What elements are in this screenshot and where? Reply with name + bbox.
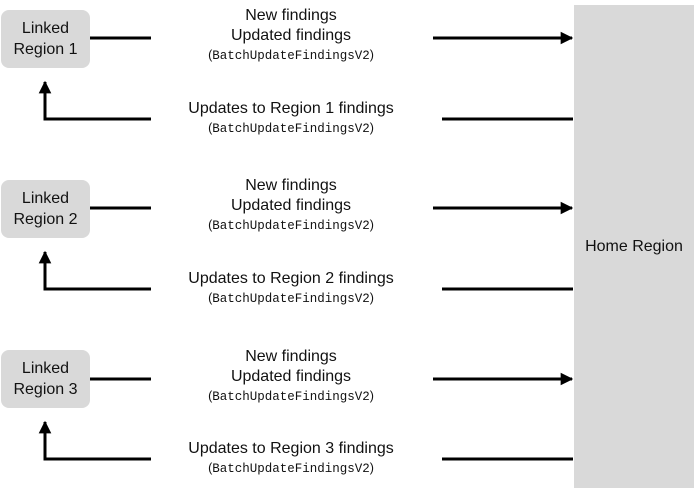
linked-region-2-box: Linked Region 2 <box>1 180 90 238</box>
inbound-label-3: Updates to Region 3 findings (BatchUpdat… <box>153 439 429 478</box>
outbound-3-api: (BatchUpdateFindingsV2) <box>208 389 374 404</box>
outbound-1-line1: New findings <box>245 7 337 24</box>
inbound-3-label: Updates to Region 3 findings <box>188 440 394 457</box>
linked-region-2-line2: Region 2 <box>13 211 78 228</box>
inbound-label-2: Updates to Region 2 findings (BatchUpdat… <box>153 269 429 308</box>
outbound-2-line2: Updated findings <box>230 197 352 214</box>
outbound-3-api-name: BatchUpdateFindingsV2 <box>212 390 370 404</box>
linked-region-3-line1: Linked <box>21 360 70 377</box>
outbound-1-api-name: BatchUpdateFindingsV2 <box>212 49 370 63</box>
inbound-arrow-1 <box>38 80 151 121</box>
inbound-3-api-name: BatchUpdateFindingsV2 <box>212 462 370 476</box>
outbound-3-line1: New findings <box>245 348 337 365</box>
home-region-label: Home Region <box>585 237 683 255</box>
inbound-1-label: Updates to Region 1 findings <box>188 100 394 117</box>
outbound-1-line2: Updated findings <box>230 27 352 44</box>
home-region-box: Home Region <box>574 5 694 488</box>
inbound-1-api-name: BatchUpdateFindingsV2 <box>212 122 370 136</box>
linked-region-1-line1: Linked <box>21 20 70 37</box>
inbound-arrow-2 <box>38 250 151 291</box>
inbound-label-1: Updates to Region 1 findings (BatchUpdat… <box>153 99 429 138</box>
outbound-label-1: New findings Updated findings (BatchUpda… <box>153 6 429 65</box>
linked-region-3-line2: Region 3 <box>13 381 78 398</box>
outbound-1-api: (BatchUpdateFindingsV2) <box>208 48 374 63</box>
outbound-label-2: New findings Updated findings (BatchUpda… <box>153 176 429 235</box>
inbound-2-label: Updates to Region 2 findings <box>188 270 394 287</box>
inbound-3-api: (BatchUpdateFindingsV2) <box>208 461 374 476</box>
linked-region-1-box: Linked Region 1 <box>1 10 90 68</box>
linked-region-2-line1: Linked <box>21 190 70 207</box>
inbound-arrow-3 <box>38 420 151 461</box>
linked-region-1-line2: Region 1 <box>13 41 78 58</box>
outbound-2-line1: New findings <box>245 177 337 194</box>
inbound-2-api: (BatchUpdateFindingsV2) <box>208 291 374 306</box>
outbound-label-3: New findings Updated findings (BatchUpda… <box>153 347 429 406</box>
outbound-2-api: (BatchUpdateFindingsV2) <box>208 218 374 233</box>
outbound-2-api-name: BatchUpdateFindingsV2 <box>212 219 370 233</box>
outbound-3-line2: Updated findings <box>230 368 352 385</box>
linked-region-3-box: Linked Region 3 <box>1 350 90 408</box>
inbound-2-api-name: BatchUpdateFindingsV2 <box>212 292 370 306</box>
inbound-1-api: (BatchUpdateFindingsV2) <box>208 121 374 136</box>
